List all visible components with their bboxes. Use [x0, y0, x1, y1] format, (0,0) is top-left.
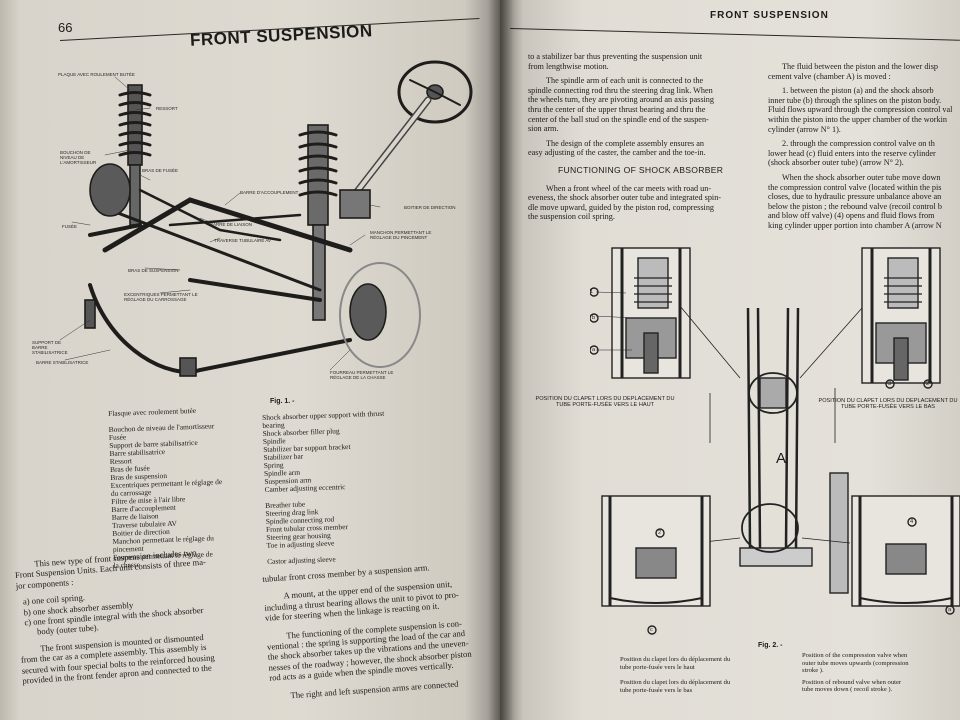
running-header: FRONT SUSPENSION: [710, 10, 829, 21]
legend-english: Shock absorber upper support with thrust…: [262, 409, 389, 566]
caption-line: Position of rebound valve when outer: [802, 678, 902, 686]
callout-suspension-arm: BRAS DE SUSPENSION: [128, 268, 179, 273]
callout-number: 1: [590, 289, 594, 295]
callout-toe-sleeve: MANCHON PERMETTANT LE RÉGLAGE DU PINCEME…: [370, 230, 432, 240]
callout-stabilizer-bar: BARRE STABILISATRICE: [36, 360, 89, 365]
chamber-label: A: [776, 450, 787, 467]
text-line: and blow off valve) (4) opens and fluid …: [768, 211, 935, 221]
callout-letter: b: [592, 315, 596, 321]
book-gutter: [488, 0, 514, 720]
text-line: lower head (c) fluid enters into the res…: [768, 148, 936, 158]
figure-2-shock-absorber-diagram: [590, 247, 960, 635]
bottom-caption-fr: Position du clapet lors du déplacement d…: [620, 656, 730, 694]
callout-number: 2: [926, 381, 930, 387]
diagram-rebound-top: [861, 247, 941, 384]
callout-connecting-rod: BARRE DE LIAISON: [210, 222, 253, 227]
callout-spindle-arm: BRAS DE FUSÉE: [142, 168, 179, 173]
callout-spindle: FUSÉE: [62, 224, 78, 229]
text-line: When a front wheel of the car meets with…: [546, 183, 712, 193]
figure-2-caption: Fig. 2. -: [758, 642, 783, 649]
text-line: 1. between the piston (a) and the shock …: [782, 86, 934, 96]
text-line: (shock absorber outer tube) (arrow N° 2)…: [768, 158, 904, 168]
left-page: 66 FRONT SUSPENSION: [0, 0, 500, 720]
left-body-column-1: This new type of front suspension includ…: [14, 544, 253, 690]
caption-line: stroke ).: [802, 667, 824, 674]
diagram-compression-bottom: [601, 495, 711, 607]
callout-castor-sleeve: FOURREAU PERMETTANT LE RÉGLAGE DE LA CHA…: [330, 370, 394, 380]
callout-number: 2: [658, 530, 662, 536]
text-line: within the piston into the upper chamber…: [768, 114, 947, 124]
callout-drag-link: BARRE D'ACCOUPLEMENT: [240, 190, 299, 195]
text-line: the suspension coil spring.: [528, 212, 615, 222]
text-line: The fluid between the piston and the low…: [782, 62, 938, 71]
bottom-caption-en: Position of the compression valve when o…: [802, 652, 909, 694]
text-line: from lengthwise motion.: [528, 61, 609, 71]
callout-thrust-plate: PLAQUE AVEC ROULEMENT BUTÉE: [58, 72, 135, 77]
callout-letter: a: [592, 347, 596, 353]
diagram-center-tube: [679, 305, 863, 594]
text-line: cement valve (chamber A) is moved :: [768, 71, 891, 81]
text-line: below the piston ; the rebound valve (re…: [768, 201, 942, 211]
diagram-label-upward: POSITION DU CLAPET LORS DU DEPLACEMENT D…: [535, 396, 675, 408]
text-line: The spindle arm of each unit is connecte…: [546, 76, 704, 86]
diagram-rebound-bottom: [851, 495, 960, 607]
callout-spring: RESSORT: [156, 106, 178, 111]
text-line: When the shock absorber outer tube move …: [782, 172, 941, 182]
caption-line: outer tube moves upwards (compression: [802, 659, 909, 667]
callout-camber-eccentric: EXCENTRIQUES PERMETTANT LE RÉGLAGE DU CA…: [124, 292, 198, 302]
text-line: king cylinder upper portion into chamber…: [768, 220, 942, 230]
diagram-label-downward: POSITION DU CLAPET LORS DU DEPLACEMENT D…: [818, 398, 958, 410]
right-body-column-1: to a stabilizer bar thus preventing the …: [528, 52, 763, 227]
callout-cross-member: TRAVERSE TUBULAIRE AV: [214, 238, 272, 243]
section-heading: FUNCTIONING OF SHOCK ABSORBER: [558, 164, 724, 175]
text-line: The design of the complete assembly ensu…: [546, 138, 705, 148]
text-line: easy adjusting of the caster, the camber…: [528, 148, 706, 158]
figure-1-caption: Fig. 1. -: [270, 398, 295, 405]
caption-line: Position du clapet lors du déplacement d…: [620, 679, 731, 686]
right-body-column-2: The fluid between the piston and the low…: [768, 62, 960, 236]
callout-letter: a: [948, 607, 952, 613]
caption-line: tube porte-fusée vers le bas: [620, 686, 693, 694]
legend-en-item: Castor adjusting sleeve: [266, 554, 336, 566]
text-line: closes, due to hydraulic pressure unbala…: [768, 192, 942, 202]
diagram-compression-top: [595, 247, 691, 379]
text-line: center of the ball stud on the spindle e…: [528, 114, 709, 124]
figure-1-suspension-drawing: [59, 60, 473, 377]
page-number: 66: [58, 20, 73, 35]
callout-number: 3: [888, 381, 892, 387]
text-line: to a stabilizer bar thus preventing the …: [528, 52, 703, 61]
text-line: Fluid flows upward through the compressi…: [768, 105, 953, 115]
callout-steering-box: BOITIER DE DIRECTION: [404, 205, 456, 210]
callout-number: 4: [910, 519, 914, 525]
callout-stabilizer-support: SUPPORT DE BARRE STABILISATRICE: [32, 340, 68, 355]
callout-filler-plug: BOUCHON DE NIVEAU DE L'AMORTISSEUR: [60, 150, 97, 165]
caption-line: Position of the compression valve when: [802, 652, 908, 659]
text-line: spindle connecting rod thru the steering…: [528, 85, 713, 95]
text-line: 2. through the compression control valve…: [782, 139, 935, 149]
caption-line: Position du clapet lors du déplacement d…: [620, 656, 731, 663]
text-line: dle move upward, guided by the piston ro…: [528, 202, 715, 212]
text-line: the compression control valve (located w…: [768, 182, 942, 192]
right-page: FRONT SUSPENSION to a stabilizer bar thu…: [500, 0, 960, 720]
text-line: the wheels turn, they are pivoting aroun…: [528, 95, 714, 105]
caption-line: tube porte-fusée vers le haut: [620, 663, 695, 671]
text-line: thru the center of the upper thrust bear…: [528, 104, 706, 114]
text-line: eveness, the shock absorber outer tube a…: [528, 193, 722, 203]
text-line: cylinder (arrow N° 1).: [768, 124, 841, 134]
left-body-column-2: tubular front cross member by a suspensi…: [262, 558, 500, 702]
caption-line: tube moves down ( recoil stroke ).: [802, 686, 893, 693]
callout-letter: c: [650, 627, 653, 633]
legend-french: Flasque avec roulement butée Bouchon de …: [108, 406, 225, 570]
header-rule: [509, 28, 960, 41]
text-line: sion arm.: [528, 124, 559, 134]
text-line: inner tube (b) through the splines on th…: [768, 95, 942, 105]
